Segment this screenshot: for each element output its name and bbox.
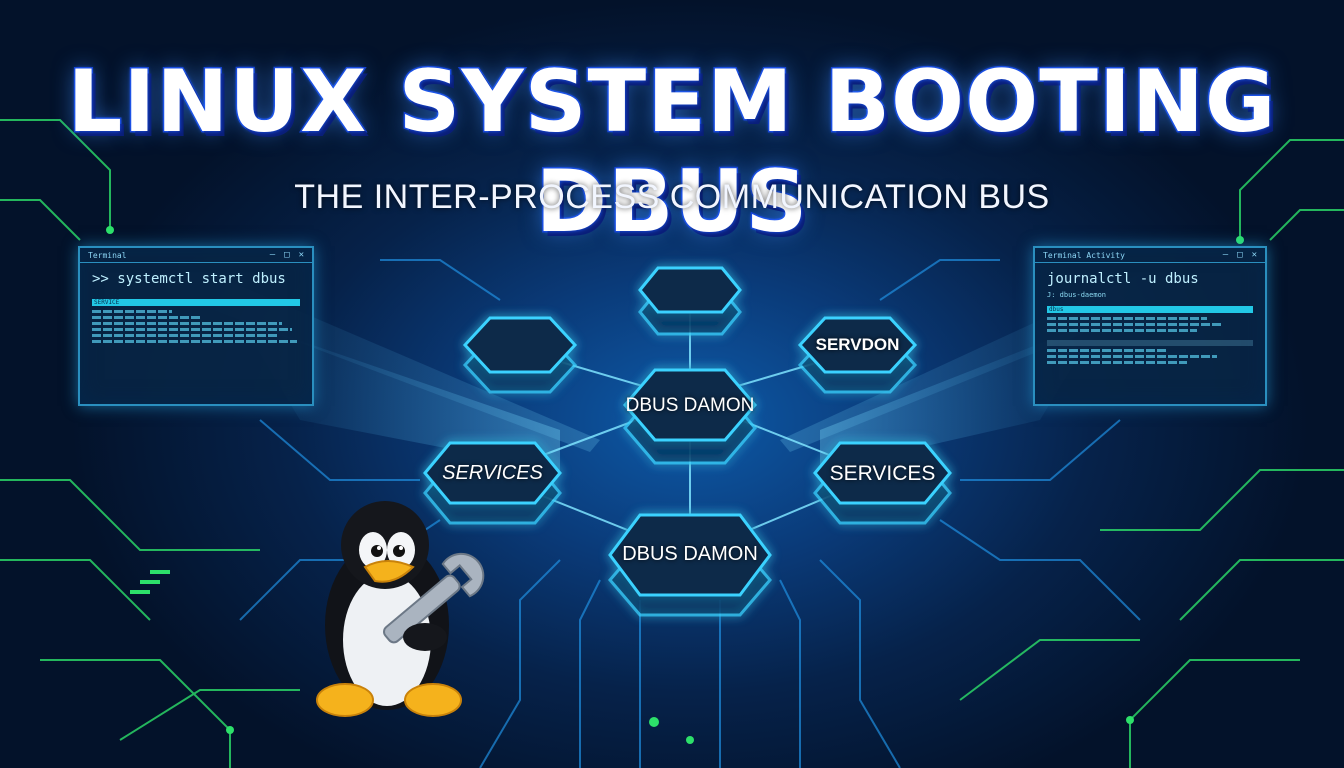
page-subtitle: THE INTER-PROCESS COMMUNICATION BUS	[294, 178, 1050, 216]
maximize-icon[interactable]: □	[284, 250, 290, 260]
left-terminal-titlebar: Terminal – □ ✕	[80, 248, 312, 263]
minimize-icon[interactable]: –	[1222, 250, 1229, 260]
hex-node-bottom	[608, 513, 772, 617]
hex-node-right	[813, 441, 952, 525]
node-label-left: SERVICES	[442, 462, 543, 484]
left-terminal-window: Terminal – □ ✕ >> systemctl start dbus S…	[78, 246, 314, 406]
close-icon[interactable]: ✕	[1251, 250, 1257, 260]
right-terminal-subline: J: dbus-daemon	[1047, 291, 1107, 299]
hex-node-left	[423, 441, 562, 525]
left-terminal-title: Terminal	[88, 250, 127, 260]
left-terminal-highlight: SERVICE	[92, 299, 300, 306]
right-terminal-command: journalctl -u dbus	[1047, 271, 1199, 287]
right-terminal-title: Terminal Activity	[1043, 250, 1125, 260]
tux-penguin-with-wrench-icon	[316, 501, 485, 717]
hex-node-upper-right	[797, 316, 918, 394]
close-icon[interactable]: ✕	[298, 250, 304, 260]
right-terminal-window: Terminal Activity – □ ✕ journalctl -u db…	[1033, 246, 1267, 406]
node-label-center: DBUS DAMON	[625, 395, 755, 416]
right-terminal-titlebar: Terminal Activity – □ ✕	[1035, 248, 1265, 263]
hex-node-upper-left	[462, 316, 578, 394]
minimize-icon[interactable]: –	[269, 250, 276, 260]
node-label-bottom: DBUS DAMON	[622, 543, 758, 565]
right-terminal-highlight: dbus	[1047, 306, 1253, 313]
left-terminal-command: >> systemctl start dbus	[92, 271, 286, 287]
maximize-icon[interactable]: □	[1237, 250, 1243, 260]
node-label-upper-right: SERVDON	[815, 335, 900, 354]
hex-node-top	[638, 266, 742, 336]
hex-node-center	[623, 368, 757, 465]
node-label-right: SERVICES	[829, 462, 936, 485]
page-title: LINUX SYSTEM BOOTING DBUS	[66, 51, 1277, 254]
